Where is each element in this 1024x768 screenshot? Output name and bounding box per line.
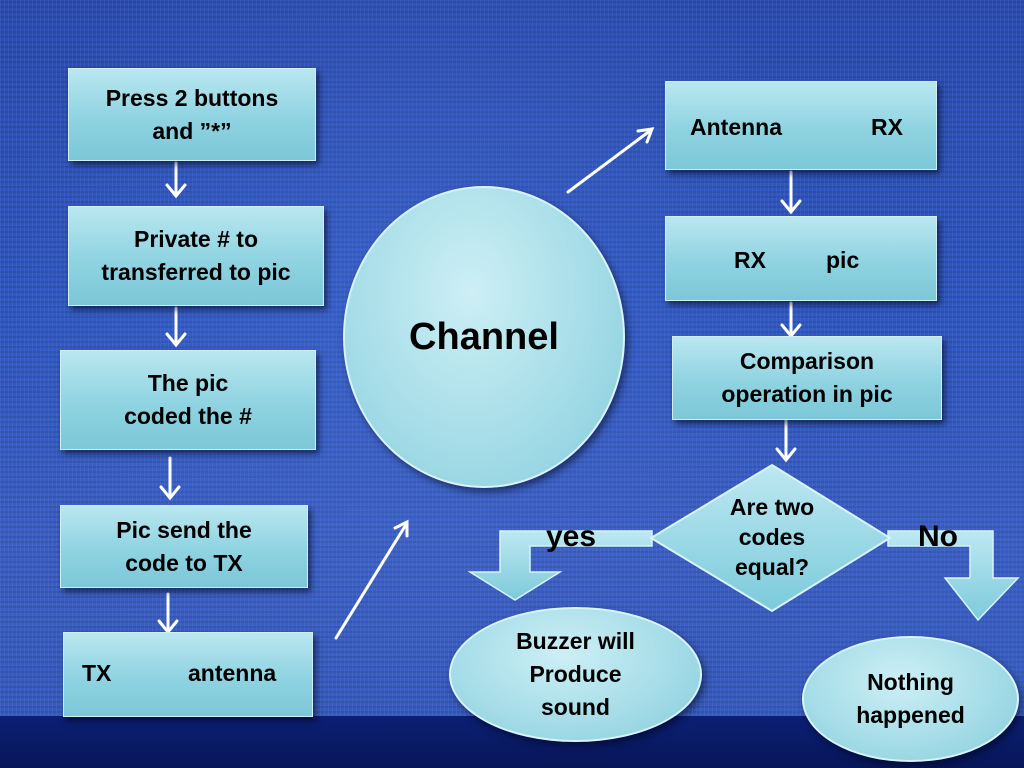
arrow-private-to-coded <box>165 306 187 348</box>
arrow-press-to-private <box>165 161 187 199</box>
tx-label: TX <box>82 660 112 686</box>
outcome-buzzer-text: Buzzer will Produce sound <box>516 628 635 720</box>
step-comparison: Comparison operation in pic <box>672 336 942 420</box>
arrow-channel-to-antenna <box>566 127 655 194</box>
step-tx-antenna <box>63 632 313 717</box>
step-comparison-text: Comparison operation in pic <box>721 348 893 407</box>
pic-label: pic <box>826 247 860 273</box>
antenna-tx-label: antenna <box>188 660 277 686</box>
decision-diamond <box>649 463 892 613</box>
rx2-label: RX <box>734 247 766 273</box>
step-private-number-text: Private # to transferred to pic <box>101 226 291 285</box>
arrow-rx-to-comparison <box>780 301 802 339</box>
yes-label: yes <box>546 520 597 553</box>
outcome-nothing-text: Nothing happened <box>856 669 965 728</box>
channel-text: Channel <box>409 315 559 358</box>
step-rx-pic <box>665 216 937 301</box>
arrow-antenna-to-rx <box>780 170 802 215</box>
step-press-buttons-text: Press 2 buttons and ”*” <box>105 84 279 144</box>
decision-text: Are two codes equal? <box>729 494 815 580</box>
step-private-number: Private # to transferred to pic <box>68 206 324 306</box>
arrow-no-branch <box>887 530 1020 622</box>
no-label: No <box>918 520 958 553</box>
arrow-comparison-to-decision <box>775 416 797 463</box>
arrow-coded-to-send <box>159 456 181 501</box>
step-pic-send-text: Pic send the code to TX <box>116 516 252 576</box>
step-pic-send: Pic send the code to TX <box>60 505 308 588</box>
outcome-nothing: Nothing happened <box>802 636 1019 762</box>
step-antenna-rx <box>665 81 937 170</box>
outcome-buzzer: Buzzer will Produce sound <box>449 607 702 742</box>
step-pic-coded: The pic coded the # <box>60 350 316 450</box>
arrow-yes-branch <box>467 530 653 601</box>
rx-label: RX <box>871 114 903 140</box>
step-pic-coded-text: The pic coded the # <box>124 370 252 429</box>
channel-node: Channel <box>343 186 625 488</box>
antenna-rx-label: Antenna <box>690 114 782 140</box>
step-press-buttons: Press 2 buttons and ”*” <box>68 68 316 161</box>
arrow-send-to-tx <box>157 592 179 635</box>
arrow-tx-to-channel <box>334 519 409 640</box>
